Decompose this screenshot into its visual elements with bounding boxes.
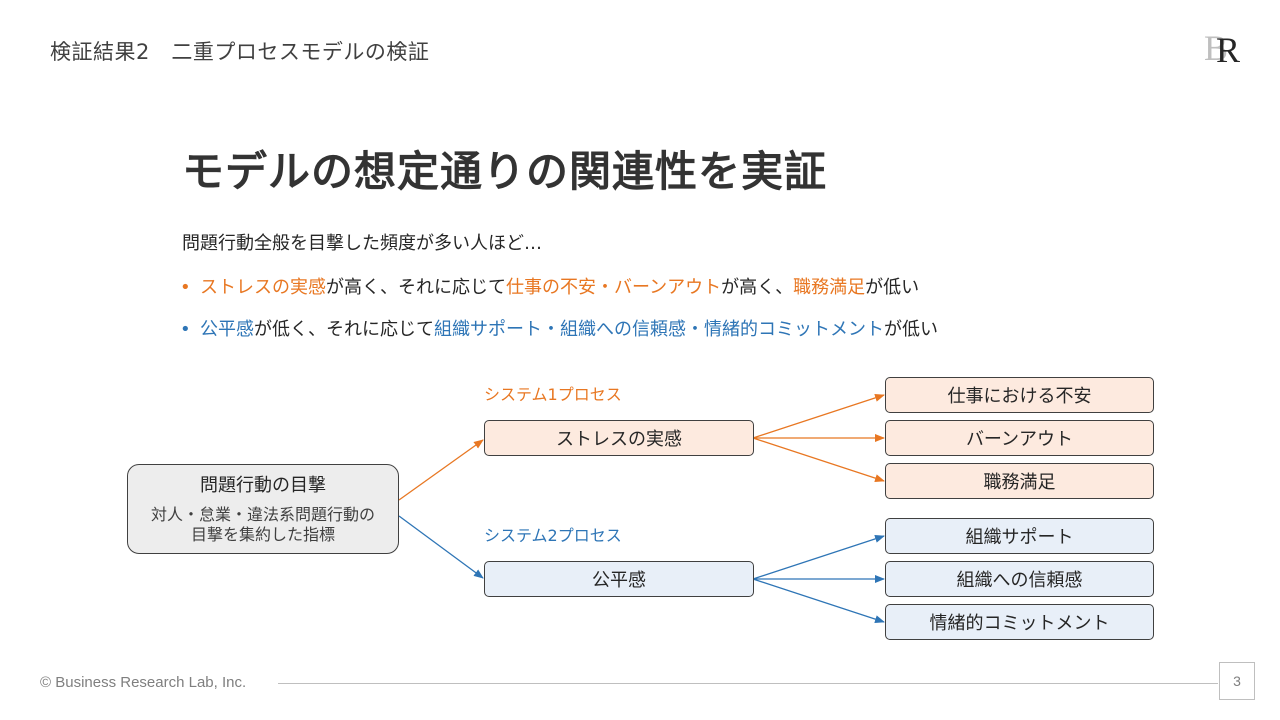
arrow-fairness-to-commitment	[752, 578, 885, 623]
footer-divider	[278, 683, 1218, 684]
arrow-stress-to-anxiety	[752, 394, 885, 439]
outcome-node-job-satisfaction: 職務満足	[885, 463, 1154, 499]
bullet-item-2: • 公平感が低く、それに応じて組織サポート・組織への信頼感・情緒的コミットメントが…	[180, 315, 938, 341]
source-node-subtitle-line: 目撃を集約した指標	[190, 525, 335, 544]
page-header-title: 検証結果2 二重プロセスモデルの検証	[50, 40, 430, 64]
source-node: 問題行動の目撃 対人・怠業・違法系問題行動の 目撃を集約した指標	[127, 464, 399, 554]
source-node-title: 問題行動の目撃	[200, 475, 326, 496]
bullet-1-part: が低い	[865, 277, 920, 298]
bullet-2-part: が低い	[884, 319, 938, 340]
bullet-dot-icon: •	[180, 277, 191, 298]
lead-text: 問題行動全般を目撃した頻度が多い人ほど…	[182, 233, 542, 254]
bullet-2-part: 公平感	[200, 319, 254, 340]
outcome-node-commitment: 情緒的コミットメント	[885, 604, 1154, 640]
bullet-2-part: が低く、それに応じて	[254, 319, 434, 340]
svg-text:B: B	[1204, 28, 1228, 68]
bullet-2-part: 組織サポート・組織への信頼感・情緒的コミットメント	[434, 319, 884, 340]
outcome-node-org-support: 組織サポート	[885, 518, 1154, 554]
arrow-source-to-fairness	[398, 515, 484, 579]
system2-node: 公平感	[484, 561, 754, 597]
bullet-1-part: が高く、それに応じて	[326, 277, 506, 298]
bullet-dot-icon: •	[180, 319, 191, 340]
outcome-node-anxiety: 仕事における不安	[885, 377, 1154, 413]
bullet-1-part: ストレスの実感	[200, 277, 326, 298]
footer-copyright: © Business Research Lab, Inc.	[40, 674, 247, 691]
system1-node: ストレスの実感	[484, 420, 754, 456]
arrow-source-to-stress	[398, 439, 484, 501]
outcome-node-burnout: バーンアウト	[885, 420, 1154, 456]
arrow-fairness-to-support	[752, 535, 885, 580]
system1-label: システム1プロセス	[484, 385, 622, 404]
brand-logo: B R	[1204, 28, 1240, 70]
outcome-node-org-trust: 組織への信頼感	[885, 561, 1154, 597]
main-heading: モデルの想定通りの関連性を実証	[182, 147, 828, 196]
arrow-stress-to-satisfaction	[752, 437, 885, 482]
source-node-subtitle-line: 対人・怠業・違法系問題行動の	[150, 505, 375, 524]
bullet-1-part: 職務満足	[793, 277, 866, 298]
svg-text:R: R	[1216, 30, 1240, 70]
bullet-1-part: が高く、	[721, 277, 794, 298]
page-number: 3	[1219, 662, 1255, 700]
system2-label: システム2プロセス	[484, 526, 622, 545]
bullet-item-1: • ストレスの実感が高く、それに応じて仕事の不安・バーンアウトが高く、職務満足が低…	[180, 273, 919, 299]
bullet-1-part: 仕事の不安・バーンアウト	[506, 277, 722, 298]
source-node-subtitle: 対人・怠業・違法系問題行動の 目撃を集約した指標	[128, 505, 398, 545]
